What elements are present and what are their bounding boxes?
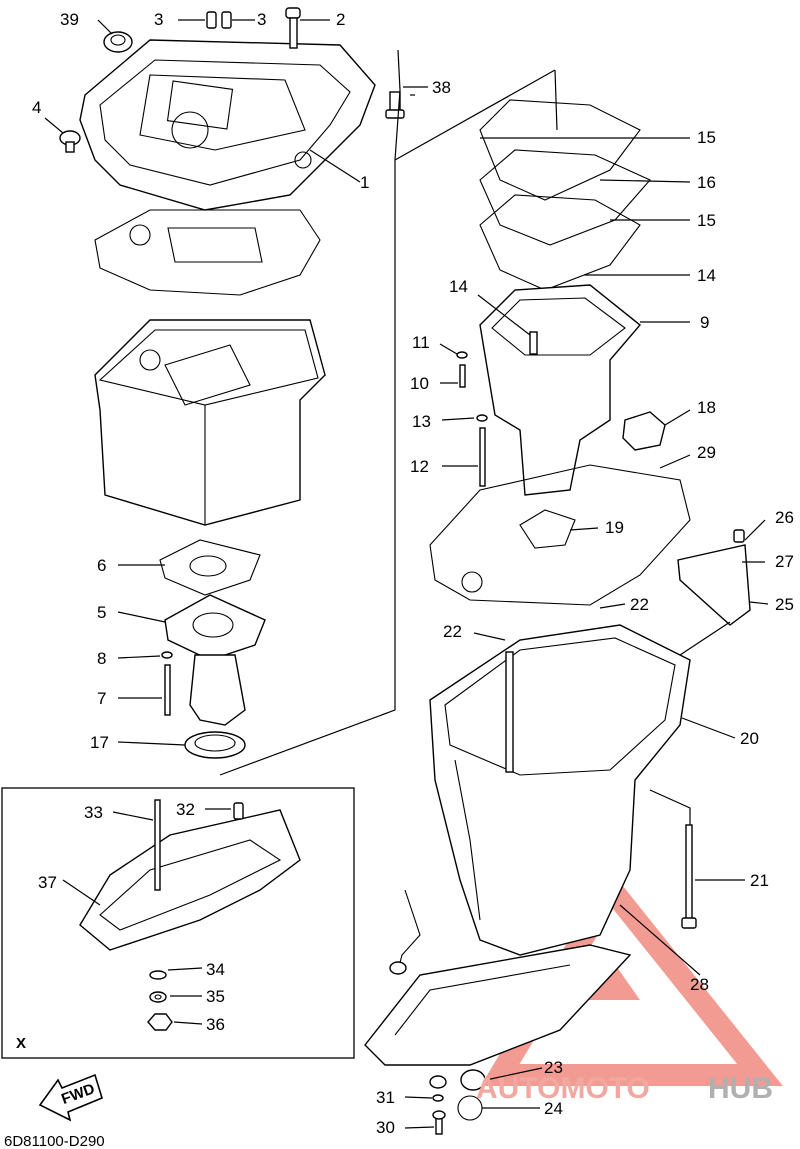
label-5: 5: [97, 603, 106, 622]
label-20: 20: [740, 729, 759, 748]
label-3b: 3: [257, 10, 266, 29]
label-7: 7: [97, 689, 106, 708]
label-27: 27: [775, 552, 794, 571]
gasket-6: [159, 539, 261, 596]
label-34: 34: [206, 960, 225, 979]
label-24: 24: [544, 1099, 563, 1118]
label-22b: 22: [443, 622, 462, 641]
label-32: 32: [176, 800, 195, 819]
label-14b: 14: [449, 277, 468, 296]
label-26: 26: [775, 508, 794, 527]
gasket-upper-left: [94, 209, 321, 296]
plate-5: [164, 594, 266, 661]
label-15b: 15: [697, 211, 716, 230]
label-25: 25: [775, 595, 794, 614]
gasket-29: [429, 464, 691, 606]
label-1: 1: [360, 173, 369, 192]
label-21: 21: [750, 871, 769, 890]
label-10: 10: [410, 374, 429, 393]
label-2: 2: [336, 10, 345, 29]
rubber-18: [622, 411, 666, 451]
label-12: 12: [410, 457, 429, 476]
watermark-part2: HUB: [708, 1072, 773, 1105]
label-11: 11: [412, 333, 430, 352]
bottom-fasteners: [429, 1069, 486, 1135]
label-28: 28: [690, 975, 709, 994]
exhaust-box-part: [94, 319, 326, 526]
wire-terminal: [389, 961, 407, 975]
label-23: 23: [544, 1058, 563, 1077]
label-35: 35: [206, 987, 225, 1006]
label-17: 17: [90, 733, 109, 752]
exhaust-pipe: [161, 651, 246, 726]
gaskets-right: [479, 99, 651, 291]
label-6: 6: [97, 556, 106, 575]
inset-box: [1, 787, 355, 1059]
label-38: 38: [432, 78, 451, 97]
label-33: 33: [84, 803, 103, 822]
watermark-part1: AUTOMOTO: [476, 1072, 650, 1105]
small-fasteners-top: [59, 7, 405, 153]
label-39: 39: [60, 10, 79, 29]
label-29: 29: [697, 443, 716, 462]
label-31: 31: [376, 1088, 395, 1107]
part-labels: 39 3 3 2 4 38 1 15 16 15 14 14 9 11 10 1…: [4, 10, 794, 1149]
label-30: 30: [376, 1118, 395, 1137]
label-36: 36: [206, 1015, 225, 1034]
leader-lines: [44, 19, 769, 1129]
label-3a: 3: [154, 10, 163, 29]
lower-casing-20: [429, 624, 691, 956]
fwd-arrow-icon: FWD: [38, 1073, 103, 1122]
oil-pan-9: [479, 284, 642, 496]
plate-25: [677, 529, 751, 626]
anticavitation-plate: [364, 944, 632, 1066]
label-4: 4: [32, 98, 41, 117]
bolt-21: [681, 824, 697, 929]
label-18: 18: [697, 398, 716, 417]
label-13: 13: [412, 412, 431, 431]
label-16: 16: [697, 173, 716, 192]
diagram-code: 6D81100-D290: [4, 1133, 105, 1149]
label-8: 8: [97, 649, 106, 668]
label-19: 19: [605, 518, 624, 537]
upper-casing-part: [79, 39, 376, 211]
label-37: 37: [38, 873, 57, 892]
ground-wire: [397, 889, 421, 971]
label-14a: 14: [697, 266, 716, 285]
seal-17: [184, 731, 246, 759]
watermark-text: AUTOMOTO HUB: [476, 1072, 773, 1105]
label-22a: 22: [630, 595, 649, 614]
inset-label-x: X: [16, 1035, 26, 1052]
label-9: 9: [700, 313, 709, 332]
bolts-10-12: [456, 351, 488, 487]
label-15a: 15: [697, 128, 716, 147]
